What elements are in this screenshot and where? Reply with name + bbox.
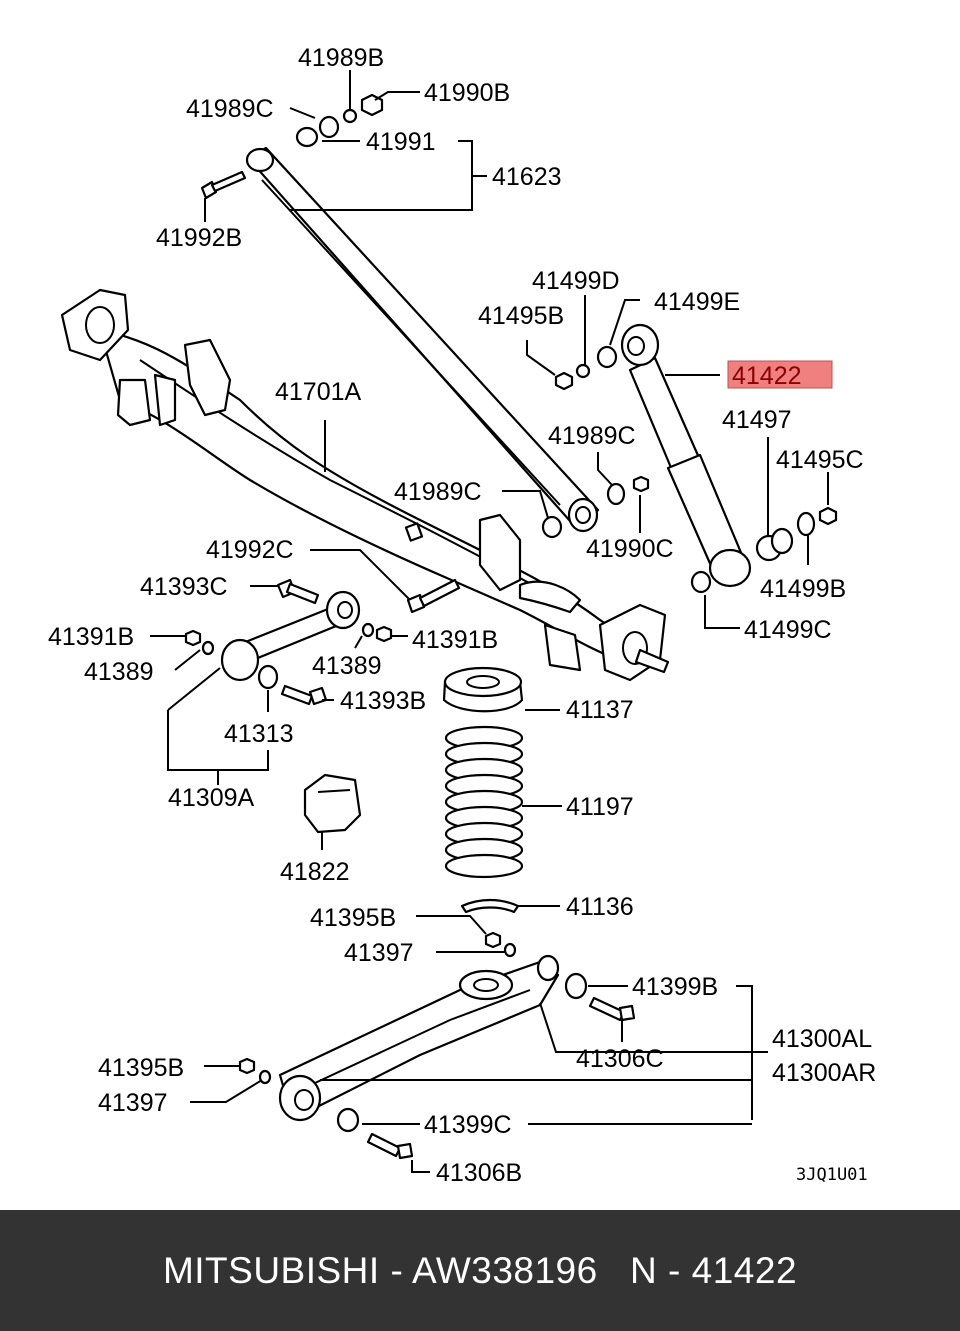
label-41990b: 41990B [424, 79, 510, 107]
label-41306b: 41306B [436, 1159, 522, 1187]
label-41499d: 41499D [532, 267, 620, 295]
label-41499e: 41499E [654, 288, 740, 316]
label-41397-bot: 41397 [98, 1089, 168, 1117]
spring-pad [460, 898, 520, 914]
label-41497: 41497 [722, 406, 792, 434]
label-41395b-top: 41395B [310, 904, 396, 932]
label-41495b: 41495B [478, 302, 564, 330]
mid-bushings [541, 475, 650, 539]
label-41391b-left: 41391B [48, 623, 134, 651]
rear-axle-housing [60, 288, 670, 682]
coil-spring [444, 725, 524, 879]
label-41989b: 41989B [298, 44, 384, 72]
label-41136: 41136 [566, 893, 634, 921]
label-41389-left: 41389 [84, 658, 154, 686]
footer-part-info: MITSUBISHI - AW338196 N - 41422 [162, 1249, 798, 1291]
label-41499c: 41499C [744, 616, 832, 644]
label-41393c: 41393C [140, 573, 228, 601]
label-41397-top: 41397 [344, 939, 414, 967]
label-41399b: 41399B [632, 973, 718, 1001]
label-41989c-mid: 41989C [548, 422, 636, 450]
label-41495c: 41495C [776, 446, 864, 474]
label-41822: 41822 [280, 858, 350, 886]
label-41309a: 41309A [168, 784, 255, 812]
label-41393b: 41393B [340, 687, 426, 715]
bolt-41992c [406, 578, 461, 614]
label-41389-right: 41389 [312, 652, 382, 680]
label-41399c: 41399C [424, 1111, 512, 1139]
footer-bar: MITSUBISHI - AW338196 N - 41422 [0, 1210, 960, 1331]
label-41989c-low: 41989C [394, 478, 482, 506]
bolt-41992b [200, 170, 247, 200]
lateral-rod [245, 146, 600, 533]
label-41300al: 41300AL [772, 1025, 872, 1053]
label-41989c-top: 41989C [186, 95, 274, 123]
label-41300ar: 41300AR [772, 1059, 876, 1087]
highlight-box [727, 360, 833, 389]
label-41992c: 41992C [206, 536, 294, 564]
lateral-link [184, 578, 393, 706]
label-41499b: 41499B [760, 575, 846, 603]
label-41623: 41623 [492, 163, 562, 191]
spring-seat [442, 666, 524, 713]
leader-lines [150, 70, 829, 1173]
bump-stopper [303, 773, 362, 834]
label-41991: 41991 [366, 128, 436, 156]
label-41395b-bot: 41395B [98, 1054, 184, 1082]
label-41422: 41422 [732, 362, 802, 390]
part-labels: 41989B 41990B 41989C 41991 41623 41992B … [48, 44, 876, 1187]
label-41306c: 41306C [576, 1045, 664, 1073]
label-41992b: 41992B [156, 224, 242, 252]
label-41701a: 41701A [275, 378, 362, 406]
shock-hardware [554, 345, 838, 594]
label-41137: 41137 [566, 696, 634, 724]
label-41197: 41197 [566, 793, 634, 821]
diagram-code: 3JQ1U01 [796, 1165, 868, 1185]
parts-diagram: 41989B 41990B 41989C 41991 41623 41992B … [48, 44, 876, 1187]
label-41391b-right: 41391B [412, 626, 498, 654]
shock-absorber [620, 323, 752, 588]
top-bushing-group [295, 93, 384, 148]
label-41313: 41313 [224, 720, 294, 748]
label-41990c: 41990C [586, 535, 674, 563]
